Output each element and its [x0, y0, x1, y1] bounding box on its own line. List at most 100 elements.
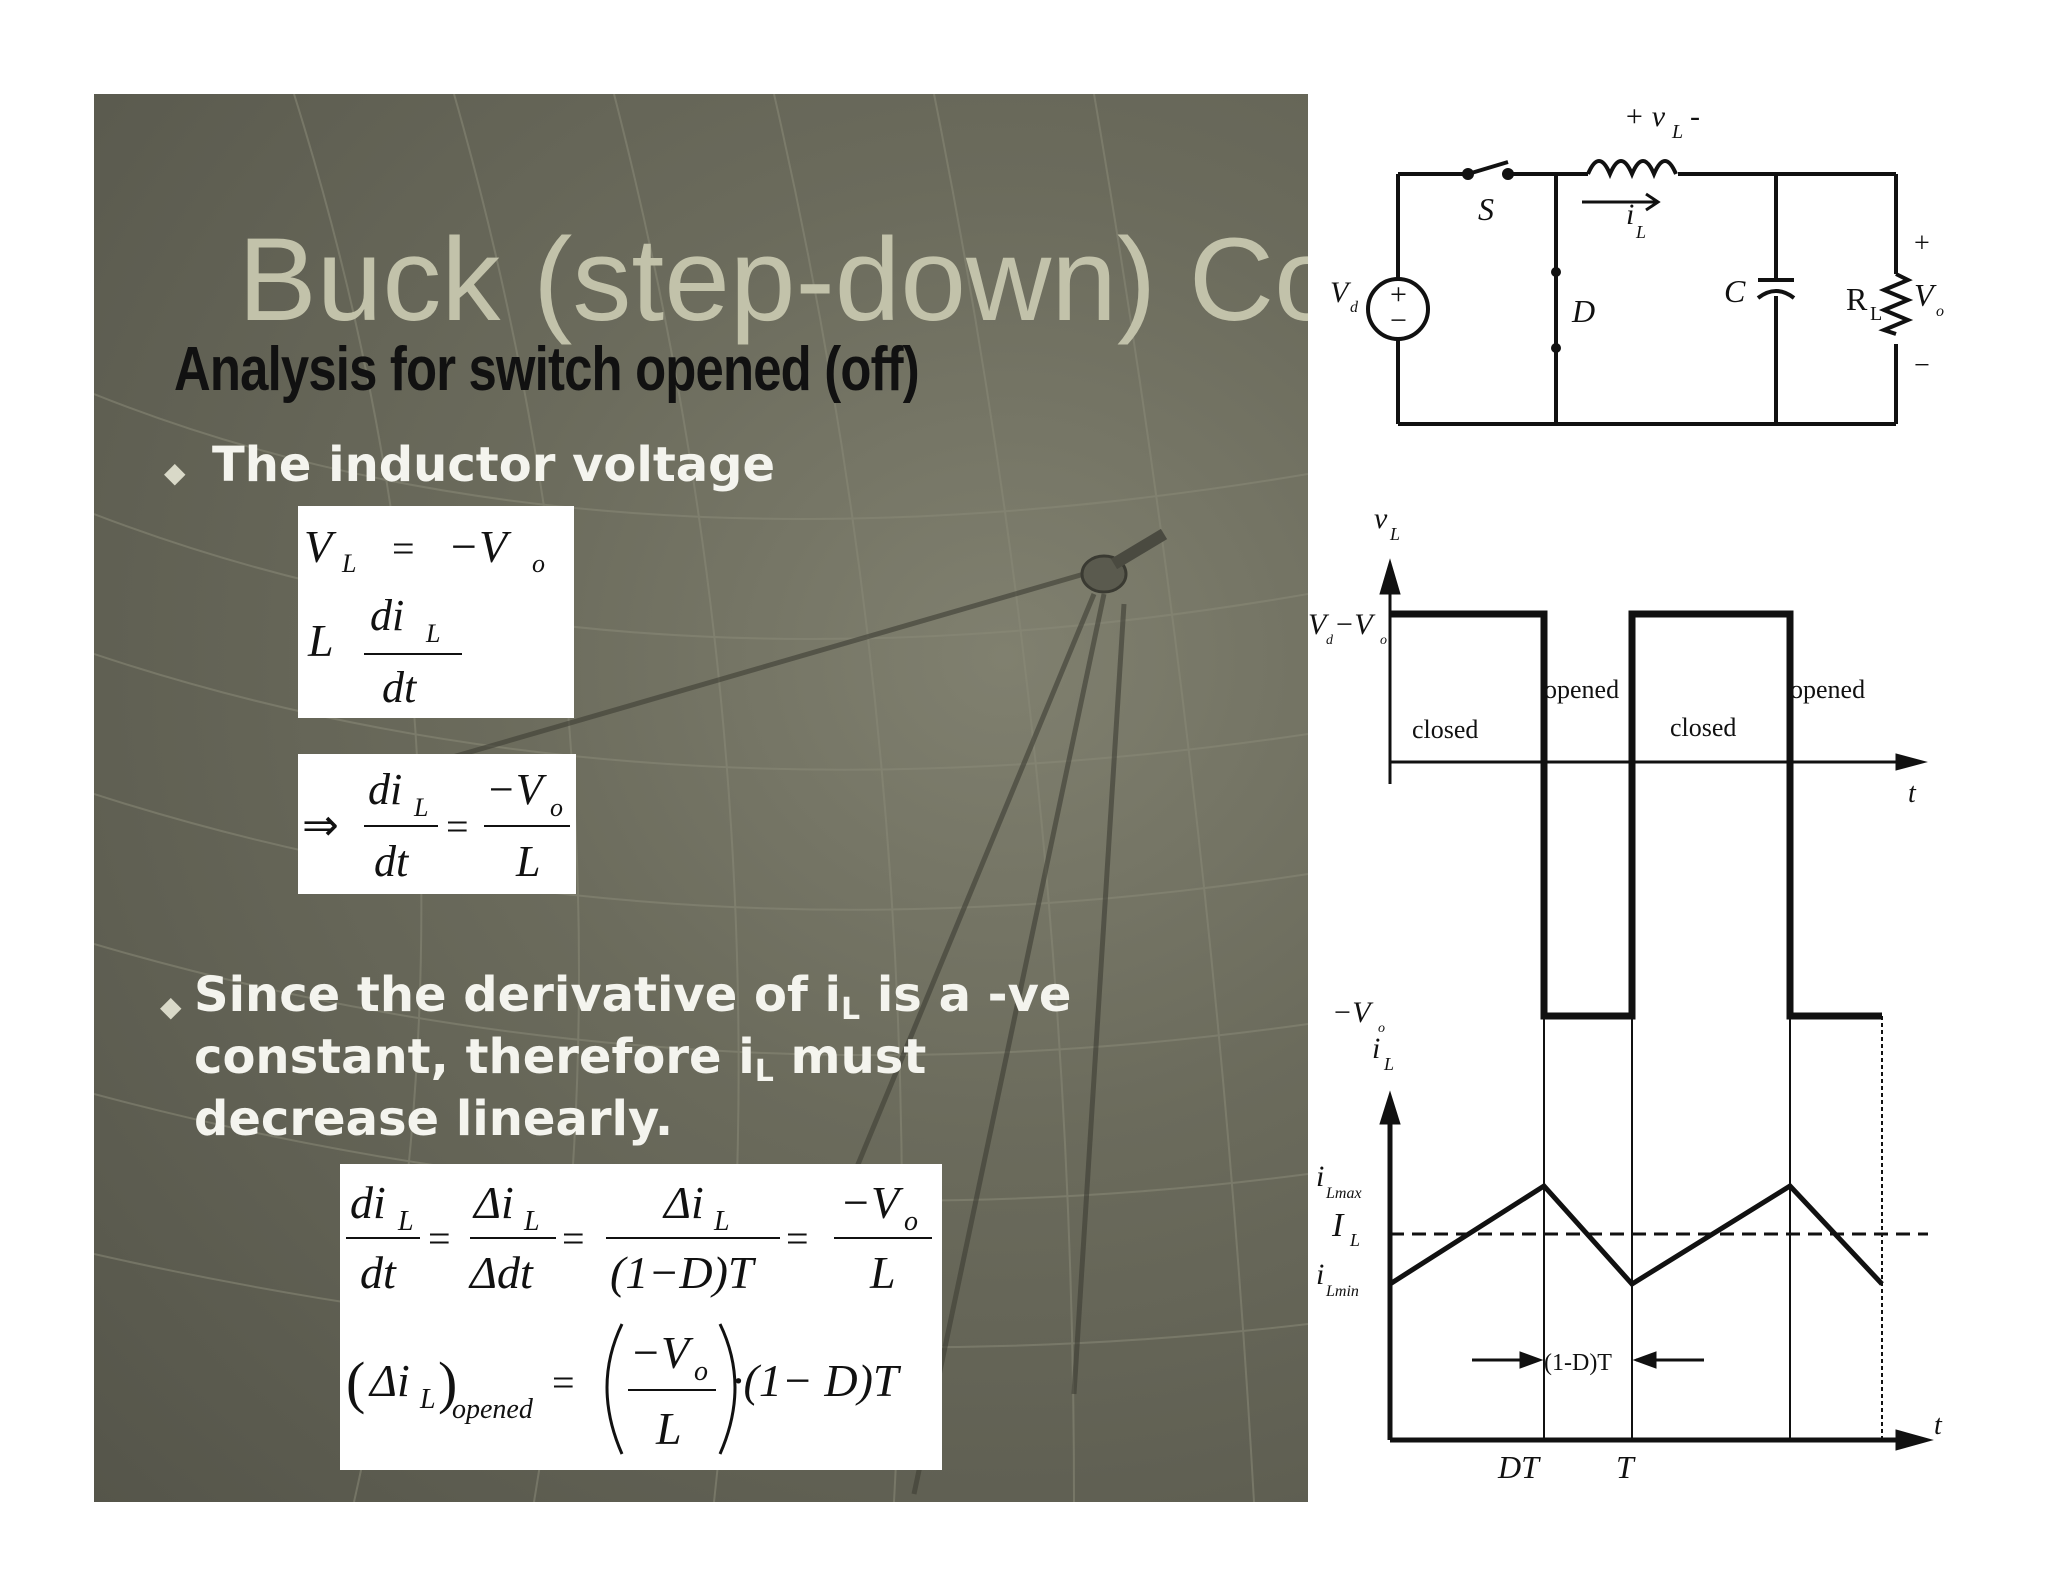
eq4-rparen: )	[438, 1350, 457, 1415]
eq3-n3-sub: L	[713, 1206, 730, 1237]
circuit-il-label: i	[1626, 198, 1634, 231]
eq4-lhs-sub2: opened	[452, 1394, 534, 1425]
eq3-eq2: =	[562, 1216, 585, 1261]
circuit-out-plus: +	[1914, 228, 1930, 259]
eq3-eq3: =	[786, 1216, 809, 1261]
eq2-rden: L	[515, 837, 540, 886]
eq4-equals: =	[552, 1360, 575, 1405]
eq4-den: L	[655, 1403, 682, 1454]
wave-vl-axis: v	[1374, 502, 1388, 535]
bullet-derivative-line1: Since the derivative of iL is a -ve	[194, 967, 1072, 1027]
wave-vlow: −V	[1332, 996, 1374, 1029]
eq3-n2: Δi	[472, 1177, 514, 1228]
bullet-derivative-line2: constant, therefore iL must	[194, 1029, 927, 1089]
circuit-diode-label: D	[1571, 293, 1595, 329]
eq4-num: −V	[630, 1327, 694, 1378]
source-minus: −	[1390, 304, 1407, 337]
eq1b-num-sub: L	[425, 619, 440, 648]
eq3-n3: Δi	[662, 1177, 704, 1228]
wave-il-axis-sub: L	[1383, 1054, 1394, 1074]
source-plus: +	[1390, 278, 1407, 311]
circuit-switch-label: S	[1478, 191, 1494, 227]
wave-IL-sub: L	[1349, 1230, 1360, 1250]
eq3-d3: (1−D)T	[610, 1247, 757, 1298]
eq1-rhs-sub: o	[532, 549, 545, 578]
eq2-num: di	[368, 765, 402, 814]
equation-ripple: di L dt = Δi L Δdt = Δi L (1−D)T = −V o …	[340, 1164, 942, 1470]
eq1b-den: dt	[382, 663, 418, 712]
wave-label-opened-1: opened	[1544, 675, 1619, 704]
wave-t-axis2: t	[1934, 1410, 1943, 1441]
eq4-lhs-sub: L	[419, 1384, 436, 1415]
wave-label-DT: DT	[1497, 1449, 1541, 1485]
eq1b-L: L	[307, 615, 334, 666]
eq1-rhs: −V	[448, 521, 512, 572]
eq2-num-sub: L	[413, 793, 428, 822]
wave-vhigh-sub: d	[1326, 633, 1334, 648]
wave-label-T: T	[1616, 1449, 1636, 1485]
diagram-panel: + − + v L - S i L V d D C R L V o + −	[1308, 94, 1998, 1502]
eq3-n4-sub: o	[904, 1206, 918, 1237]
eq2-rnum: −V	[486, 765, 548, 814]
circuit-vl-minus: -	[1690, 100, 1700, 133]
bullet-inductor-voltage: The inductor voltage	[212, 437, 776, 493]
eq3-d4: L	[869, 1247, 896, 1298]
eq2-rnum-sub: o	[550, 793, 563, 822]
eq1-equals: =	[392, 526, 415, 571]
slide-panel: Buck (step-down) Co Analysis for switch …	[94, 94, 1308, 1502]
wave-vhigh-mid: −V	[1334, 608, 1376, 641]
eq3-n1-sub: L	[397, 1206, 414, 1237]
slide-subtitle: Analysis for switch opened (off)	[174, 335, 920, 404]
wave-vhigh-sub2: o	[1380, 633, 1387, 648]
wave-ilmax: i	[1316, 1160, 1324, 1193]
wave-label-1minusD: (1-D)T	[1544, 1350, 1612, 1376]
eq4-lhs: Δi	[368, 1355, 410, 1406]
wave-vhigh: V	[1308, 608, 1330, 641]
circuit-vo-sub: o	[1936, 303, 1944, 320]
eq3-n1: di	[350, 1177, 386, 1228]
slide-title: Buck (step-down) Co	[238, 214, 1308, 346]
wave-label-closed-1: closed	[1412, 715, 1478, 744]
circuit-load-sub: L	[1870, 303, 1882, 325]
eq3-n2-sub: L	[523, 1206, 540, 1237]
circuit-vl-label: + v	[1624, 100, 1666, 133]
wave-ilmin: i	[1316, 1258, 1324, 1291]
eq1b-num: di	[370, 591, 404, 640]
eq4-lparen: (	[346, 1350, 365, 1415]
circuit-vo-label: V	[1914, 277, 1937, 313]
wave-vl-axis-sub: L	[1389, 524, 1400, 544]
eq2-equals: =	[446, 804, 469, 849]
equation-current-slope: ⇒ di L dt = −V o L	[298, 754, 576, 894]
bullet-marker: ◆	[164, 456, 186, 489]
eq3-n4: −V	[840, 1177, 904, 1228]
eq3-d1: dt	[360, 1247, 397, 1298]
bullet-marker: ◆	[160, 990, 182, 1023]
bullet-derivative-line3: decrease linearly.	[194, 1091, 674, 1147]
eq1-vl-sub: L	[341, 549, 356, 578]
equation-inductor-voltage: V L = −V o L di L dt	[298, 506, 574, 718]
wave-t-axis1: t	[1908, 778, 1917, 809]
eq1-vl: V	[304, 521, 337, 572]
wave-ilmin-sub: Lmin	[1325, 1283, 1359, 1300]
circuit-cap-label: C	[1724, 273, 1746, 309]
eq2-den: dt	[374, 837, 410, 886]
circuit-source-label: V	[1330, 276, 1352, 309]
circuit-out-minus: −	[1914, 350, 1930, 381]
circuit-source-sub: d	[1350, 299, 1359, 316]
wave-vlow-sub: o	[1378, 1021, 1385, 1036]
eq2-implies: ⇒	[302, 801, 339, 850]
circuit-il-sub: L	[1635, 222, 1646, 242]
circuit-vl-sub: L	[1671, 121, 1683, 143]
buck-circuit	[1366, 159, 1914, 426]
wave-label-closed-2: closed	[1670, 713, 1736, 742]
background-decoration	[94, 94, 1308, 1502]
wave-il-axis: i	[1372, 1032, 1380, 1065]
wave-label-opened-2: opened	[1790, 675, 1865, 704]
eq3-eq1: =	[428, 1216, 451, 1261]
eq4-tail: ·(1− D)T	[732, 1355, 902, 1406]
circuit-load-label: R	[1846, 281, 1868, 317]
eq4-num-sub: o	[694, 1356, 708, 1387]
eq3-d2: Δdt	[468, 1247, 534, 1298]
wave-IL: I	[1331, 1207, 1345, 1244]
wave-ilmax-sub: Lmax	[1325, 1185, 1362, 1202]
